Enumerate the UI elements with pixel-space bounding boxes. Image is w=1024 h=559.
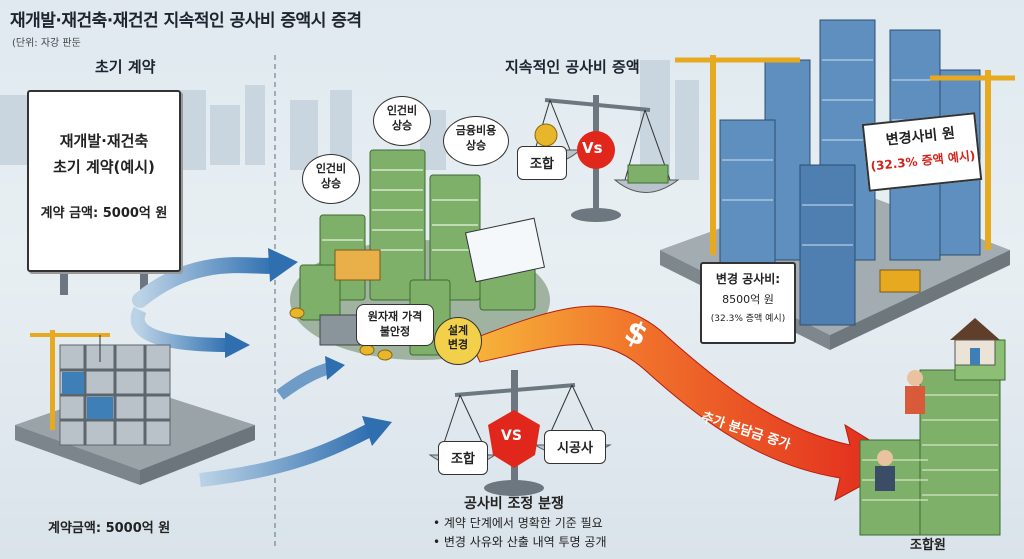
- construction-site: [15, 330, 255, 485]
- sign2-line-2: 8500억 원: [722, 293, 774, 306]
- skyline: [0, 60, 699, 180]
- unit-note: (단위: 자강 판둔: [12, 38, 81, 49]
- member-money: [859, 318, 1006, 536]
- bubble-labor-cost-1: 인건비 상승: [373, 96, 431, 146]
- page-title: 재개발·재건축·재건건 지속적인 공사비 증액시 증격: [10, 11, 362, 31]
- bubble-material-price: 원자재 가격 불안정: [356, 304, 434, 346]
- changed-cost-banner: 변경사비 원 (32.3% 증액 예시): [861, 112, 983, 192]
- sign-line-3: 계약 금액: 5000억 원: [40, 206, 168, 221]
- sign2-line-1: 변경 공사비:: [715, 272, 781, 286]
- section-title-initial: 초기 계약: [95, 58, 156, 76]
- sign-line-2: 초기 계약(예시): [53, 158, 155, 176]
- scale-top-union: 조합: [517, 146, 567, 180]
- section-title-increase: 지속적인 공사비 증액: [505, 58, 640, 76]
- initial-contract-sign: 재개발·재건축 초기 계약(예시) 계약 금액: 5000억 원: [27, 90, 181, 272]
- money-pile: [289, 149, 550, 361]
- sign-line-1: 재개발·재건축: [59, 132, 149, 150]
- banner-line-2: (32.3% 증액 예시): [869, 148, 976, 174]
- scale-bottom-union: 조합: [438, 441, 488, 475]
- bubble-design-change: 설계 변경: [434, 317, 482, 365]
- contract-amount-label: 계약금액: 5000억 원: [48, 521, 171, 536]
- crane-icon: [675, 55, 1015, 255]
- scale-bottom-vs: VS: [501, 428, 522, 444]
- scale-bottom-contractor: 시공사: [544, 430, 606, 464]
- dispute-title: 공사비 조정 분쟁: [464, 496, 564, 512]
- changed-cost-sign: 변경 공사비: 8500억 원 (32.3% 증액 예시): [700, 262, 796, 344]
- bullet-2: • 변경 사유와 산출 내역 투명 공개: [433, 535, 607, 549]
- scale-top-vs: Vs: [582, 139, 603, 157]
- house-icon: [950, 318, 1000, 366]
- sign2-line-3: (32.3% 증액 예시): [710, 314, 786, 324]
- bubble-finance-cost: 금융비용 상승: [443, 116, 509, 166]
- bubble-labor-cost-2: 인건비 상승: [302, 154, 360, 204]
- member-label: 조합원: [910, 538, 946, 553]
- bullet-1: • 계약 단계에서 명확한 기준 필요: [433, 516, 603, 530]
